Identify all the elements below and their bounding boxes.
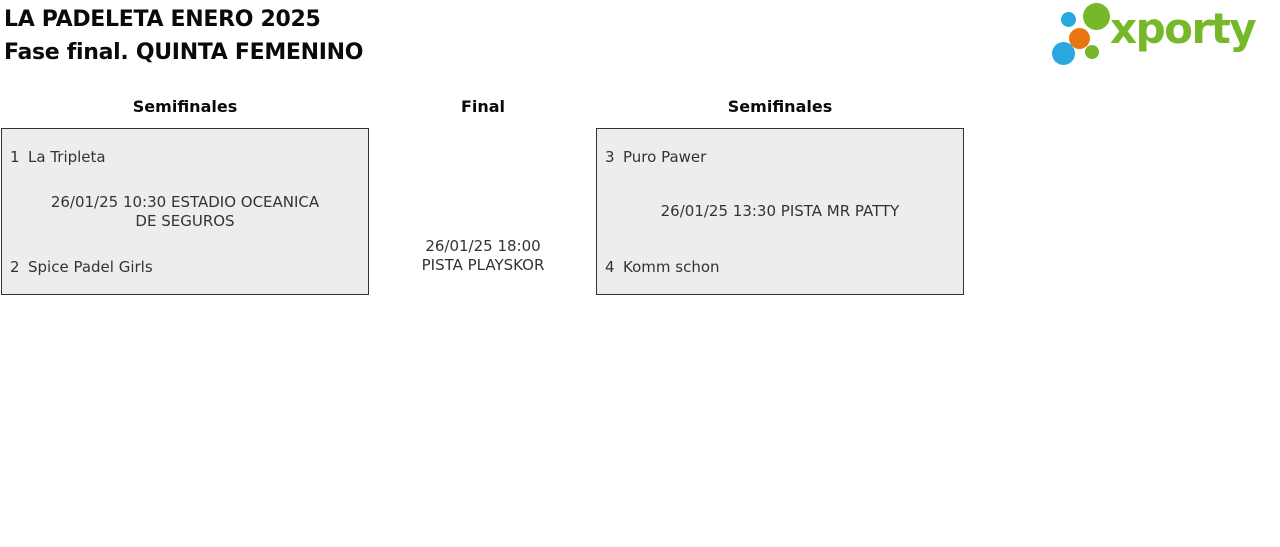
team-seed: 4 bbox=[605, 258, 615, 276]
page-title: LA PADELETA ENERO 2025 Fase final. QUINT… bbox=[4, 3, 363, 69]
team-row-3: 3 Puro Pawer bbox=[597, 148, 963, 167]
logo-dot-green-large-icon bbox=[1083, 3, 1110, 30]
xporty-logo: xporty bbox=[1048, 0, 1276, 72]
round-header-semifinals-right: Semifinales bbox=[727, 97, 833, 116]
logo-dot-orange-icon bbox=[1069, 28, 1090, 49]
round-header-final: Final bbox=[460, 97, 506, 116]
final-match-schedule: 26/01/25 18:00 PISTA PLAYSKOR bbox=[421, 237, 545, 274]
team-row-2: 2 Spice Padel Girls bbox=[2, 258, 368, 277]
team-row-4: 4 Komm schon bbox=[597, 258, 963, 277]
team-row-1: 1 La Tripleta bbox=[2, 148, 368, 167]
logo-dot-green-small-icon bbox=[1085, 45, 1099, 59]
logo-dot-blue-large-icon bbox=[1052, 42, 1075, 65]
xporty-wordmark: xporty bbox=[1110, 4, 1257, 53]
team-seed: 2 bbox=[10, 258, 20, 276]
match-schedule: 26/01/25 13:30 PISTA MR PATTY bbox=[660, 202, 900, 220]
phase-category-title: Fase final. QUINTA FEMENINO bbox=[4, 40, 364, 65]
team-seed: 1 bbox=[10, 148, 20, 166]
semifinal-match-1[interactable]: 1 La Tripleta 26/01/25 10:30 ESTADIO OCE… bbox=[1, 128, 369, 295]
team-seed: 3 bbox=[605, 148, 615, 166]
team-name: La Tripleta bbox=[28, 148, 106, 166]
semifinal-match-2[interactable]: 3 Puro Pawer 26/01/25 13:30 PISTA MR PAT… bbox=[596, 128, 964, 295]
logo-dot-blue-small-icon bbox=[1061, 12, 1076, 27]
tournament-name: LA PADELETA ENERO 2025 bbox=[4, 7, 321, 32]
team-name: Puro Pawer bbox=[623, 148, 707, 166]
team-name: Komm schon bbox=[623, 258, 720, 276]
team-name: Spice Padel Girls bbox=[28, 258, 153, 276]
round-header-semifinals-left: Semifinales bbox=[132, 97, 238, 116]
match-schedule: 26/01/25 10:30 ESTADIO OCEANICA DE SEGUR… bbox=[50, 192, 320, 230]
